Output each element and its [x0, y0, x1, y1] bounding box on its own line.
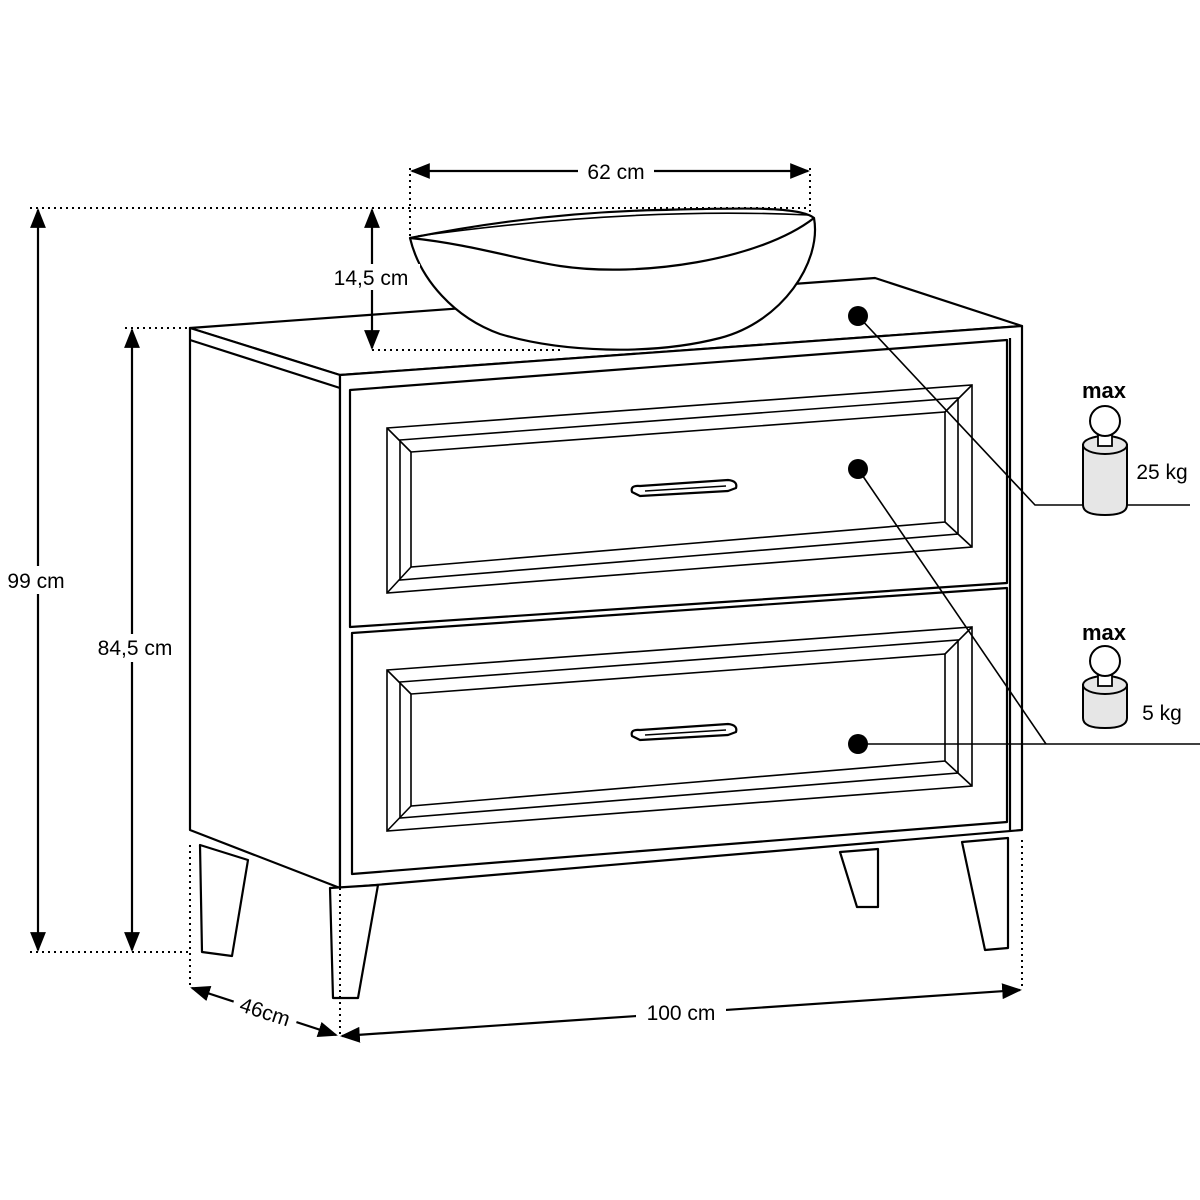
weight-icon [1082, 645, 1128, 730]
dimension-labels: 62 cm 14,5 cm 99 cm 84,5 cm 46cm 100 cm [0, 158, 726, 1034]
weight-25-label: 25 kg [1136, 461, 1187, 484]
lower-drawer [350, 586, 1009, 876]
cabinet-height-label: 84,5 cm [98, 637, 173, 660]
basin-height-label: 14,5 cm [334, 267, 409, 290]
cabinet-side [188, 326, 342, 890]
lower-drawer-frame [386, 626, 973, 832]
cabinet [188, 276, 1024, 1000]
load-limit-lower: max 5 kg [1082, 620, 1182, 730]
basin-width-label: 62 cm [587, 161, 644, 184]
load-limit-upper: max 25 kg [1082, 378, 1188, 517]
cabinet-legs [198, 836, 1010, 1000]
load-callouts [848, 306, 1200, 754]
lower-drawer-handle [630, 722, 738, 742]
total-height-label: 99 cm [7, 570, 64, 593]
vessel-basin [408, 207, 817, 351]
max-label: max [1082, 378, 1127, 403]
weight-icon [1082, 405, 1128, 517]
extension-lines [30, 168, 1023, 1035]
width-label: 100 cm [647, 1002, 716, 1025]
upper-drawer-frame [386, 384, 973, 594]
upper-drawer-handle [630, 478, 738, 498]
weight-5-label: 5 kg [1142, 702, 1182, 725]
max-label: max [1082, 620, 1127, 645]
